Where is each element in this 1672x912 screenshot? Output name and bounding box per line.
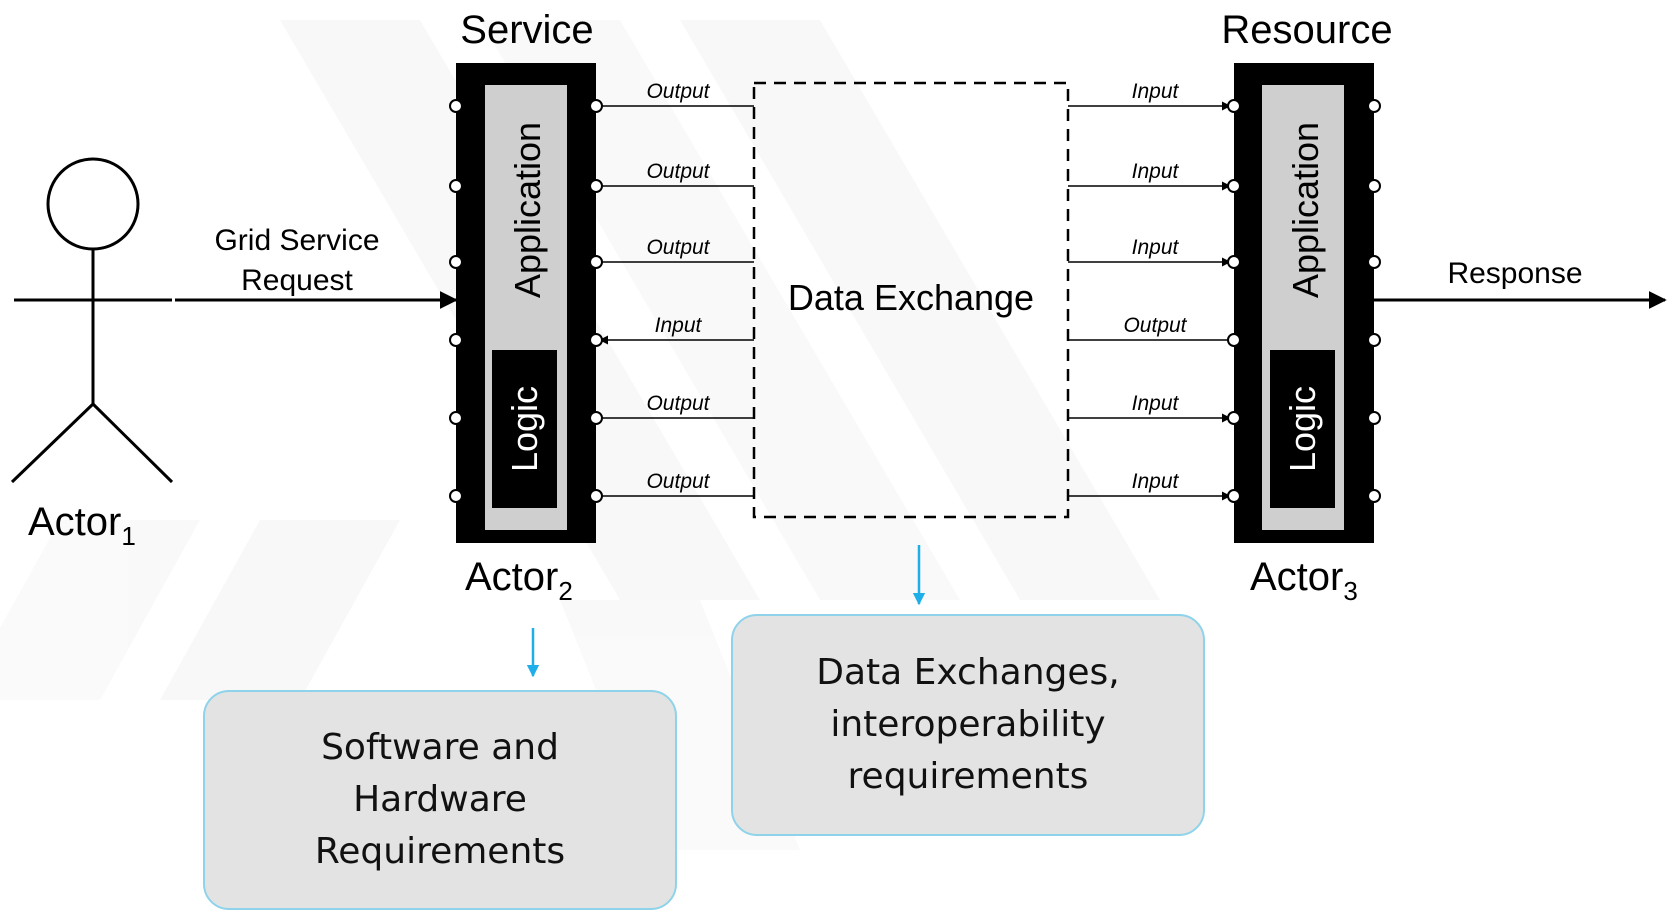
service-port-label-3: Output: [646, 236, 710, 259]
actor2-label: Actor2: [465, 555, 573, 606]
device-pin: [1227, 489, 1241, 503]
hardware-req-line2: Hardware: [353, 779, 527, 820]
service-port-label-2: Output: [646, 160, 710, 183]
hardware-req-line3: Requirements: [314, 831, 566, 872]
background-watermark: [0, 20, 1160, 850]
device-pin: [449, 333, 463, 347]
resource-application-label: Application: [1285, 122, 1326, 298]
service-title: Service: [460, 8, 593, 52]
resource-device: [1234, 63, 1374, 543]
device-pin: [449, 489, 463, 503]
device-pin: [589, 179, 603, 193]
service-application-label: Application: [507, 122, 548, 298]
resource-title: Resource: [1221, 8, 1392, 52]
resource-port-label-6: Input: [1132, 470, 1180, 493]
request-label-line1: Grid Service: [214, 224, 379, 257]
hardware-requirements-box: Software and Hardware Requirements: [203, 690, 677, 910]
service-port-label-1: Output: [646, 80, 710, 103]
device-pin: [1227, 333, 1241, 347]
resource-port-label-2: Input: [1132, 160, 1180, 183]
device-pin: [449, 255, 463, 269]
interop-requirements-box: Data Exchanges, interoperability require…: [731, 614, 1205, 836]
device-pin: [1367, 179, 1381, 193]
device-pins: [449, 99, 1381, 503]
actor3-label: Actor3: [1250, 555, 1358, 606]
device-pin: [1227, 179, 1241, 193]
device-pin: [589, 255, 603, 269]
service-logic-label: Logic: [504, 386, 545, 472]
device-pin: [1367, 255, 1381, 269]
resource-logic-label: Logic: [1282, 386, 1323, 472]
resource-port-label-3: Input: [1132, 236, 1180, 259]
service-device: [456, 63, 596, 543]
device-pin: [1367, 333, 1381, 347]
device-pin: [1367, 411, 1381, 425]
data-exchange-box: [752, 81, 1070, 519]
device-pin: [449, 411, 463, 425]
device-pin: [589, 489, 603, 503]
interop-req-line3: requirements: [847, 756, 1089, 797]
data-exchange-label: Data Exchange: [788, 277, 1034, 318]
device-pin: [1227, 411, 1241, 425]
device-pin: [1367, 489, 1381, 503]
interop-req-line1: Data Exchanges,: [816, 652, 1120, 693]
actor1-label: Actor1: [28, 500, 136, 551]
device-pin: [1227, 255, 1241, 269]
device-pin: [449, 179, 463, 193]
interop-req-line2: interoperability: [830, 704, 1106, 745]
device-pin: [1227, 99, 1241, 113]
resource-port-label-5: Input: [1132, 392, 1180, 415]
request-label-line2: Request: [241, 264, 353, 297]
device-pin: [589, 99, 603, 113]
service-port-label-4: Input: [655, 314, 703, 337]
device-pin: [1367, 99, 1381, 113]
resource-port-label-1: Input: [1132, 80, 1180, 103]
device-pin: [449, 99, 463, 113]
resource-port-label-4: Output: [1123, 314, 1187, 337]
device-pin: [589, 333, 603, 347]
service-port-label-6: Output: [646, 470, 710, 493]
response-label: Response: [1447, 257, 1582, 290]
device-pin: [589, 411, 603, 425]
hardware-req-line1: Software and: [321, 727, 559, 768]
service-port-label-5: Output: [646, 392, 710, 415]
actor1-figure: [10, 157, 174, 484]
